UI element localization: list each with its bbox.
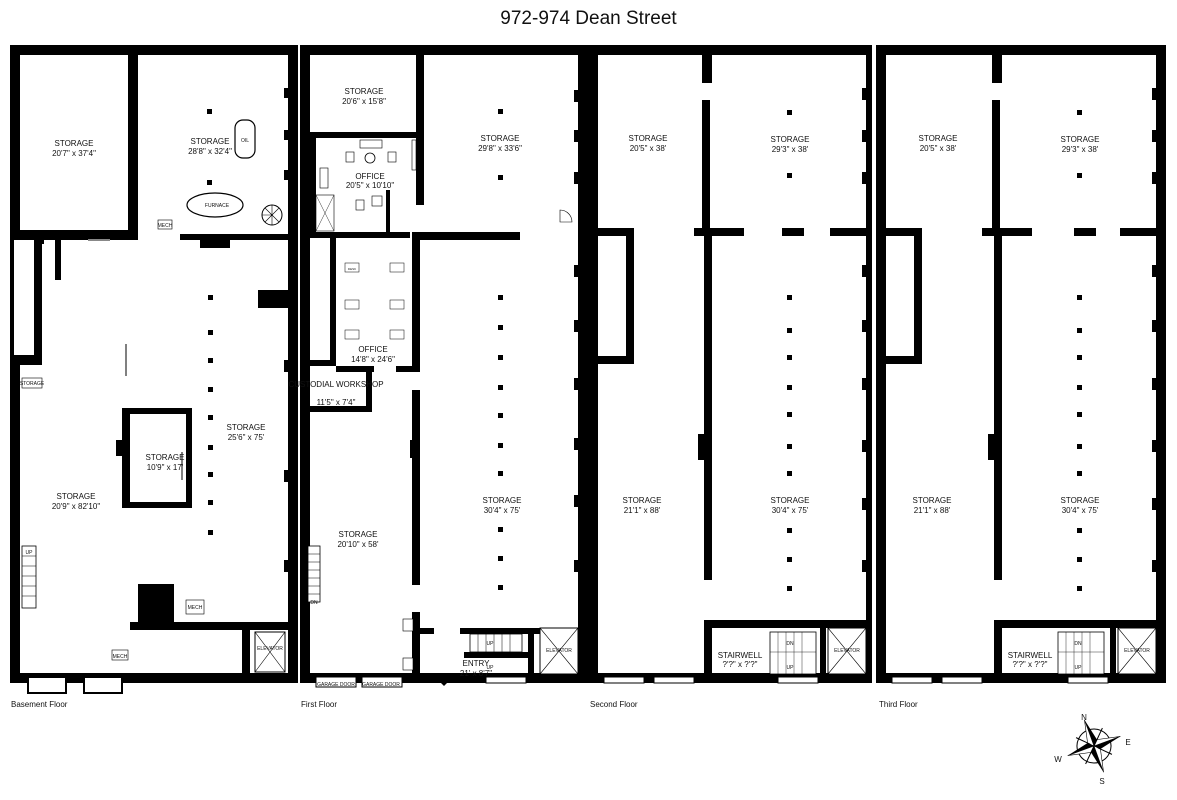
elevator-label: ELEVATOR (1124, 648, 1150, 654)
room-dims: ?'?" x ?'?" (1013, 660, 1048, 669)
compass-rose-icon (1067, 719, 1121, 773)
furnace-label: FURNACE (205, 203, 230, 209)
room-name: STAIRWELL (1008, 651, 1053, 660)
stair-dn-label: DN (310, 600, 318, 606)
room-name: STORAGE (1061, 496, 1100, 505)
room-name: OFFICE (355, 172, 384, 181)
room-name: STORAGE (1061, 135, 1100, 144)
oil-tank-label: OIL (241, 138, 249, 144)
stair-up-label: UP (1075, 665, 1083, 671)
third-floor-plan: ELEVATOR DN UP STORAGE 20'5" x 38' STORA… (872, 45, 1166, 709)
room-name: STORAGE (191, 137, 230, 146)
elevator-label: ELEVATOR (546, 648, 572, 654)
room-name: STORAGE (481, 134, 520, 143)
room-dims: 20'9" x 82'10" (52, 502, 100, 511)
room-name: CUSTODIAL WORKSHOP (288, 380, 383, 389)
room-dims: 30'4" x 75' (772, 506, 809, 515)
mech-label: MECH (113, 654, 128, 660)
room-name: STORAGE (771, 135, 810, 144)
room-name: STORAGE (345, 87, 384, 96)
stair-dn-label: DN (1074, 641, 1082, 647)
second-floor-plan: ELEVATOR DN UP STORAGE 20'5" x 38' STORA… (588, 45, 876, 709)
room-dims: 14'8" x 24'6" (351, 355, 395, 364)
room-dims: 21'1" x 88' (914, 506, 951, 515)
room-dims: 20'10" x 58' (337, 540, 379, 549)
floor-label-second: Second Floor (590, 700, 638, 709)
room-dims: 20'7" x 37'4" (52, 149, 96, 158)
room-name: STORAGE (771, 496, 810, 505)
stair-dn-label: DN (786, 641, 794, 647)
first-floor-plan: DESK GARAGE DOOR GARAGE DOOR ELEVATOR DN… (288, 45, 588, 709)
stair-up-label: UP (26, 550, 34, 556)
room-dims: 21'1" x 88' (624, 506, 661, 515)
room-name: STORAGE (339, 530, 378, 539)
room-dims: 28'8" x 32'4" (188, 147, 232, 156)
room-dims: 10'9" x 17' (147, 463, 184, 472)
compass-e: E (1125, 738, 1130, 747)
floor-label-third: Third Floor (879, 700, 918, 709)
room-name: STORAGE (55, 139, 94, 148)
mech-label: MECH (188, 605, 203, 611)
room-dims: 30'4" x 75' (1062, 506, 1099, 515)
elevator-label: ELEVATOR (257, 646, 283, 652)
room-name: OFFICE (358, 345, 387, 354)
storage-closet-label: STORAGE (20, 381, 45, 387)
room-name: STORAGE (623, 496, 662, 505)
mech-label: MECH (158, 223, 173, 229)
plan-title: 972-974 Dean Street (500, 8, 677, 29)
room-dims: 25'6" x 75' (228, 433, 265, 442)
compass-s: S (1099, 777, 1104, 786)
basement-floor-plan: FURNACE OIL MECH STORAGE MECH MECH ELEVA… (10, 45, 298, 709)
stair-up-label: UP (487, 665, 495, 671)
stair-up-label: UP (487, 641, 495, 647)
room-name: STORAGE (629, 134, 668, 143)
floor-label-first: First Floor (301, 700, 337, 709)
compass-w: W (1054, 755, 1062, 764)
room-dims: 30'4" x 75' (484, 506, 521, 515)
room-name: STORAGE (57, 492, 96, 501)
room-name: STORAGE (919, 134, 958, 143)
room-dims: 29'3" x 38' (772, 145, 809, 154)
garage-door-label: GARAGE DOOR (362, 682, 400, 688)
room-dims: 20'6" x 15'8" (342, 97, 386, 106)
room-dims: 20'5" x 10'10" (346, 181, 394, 190)
floor-label-basement: Basement Floor (11, 700, 68, 709)
room-dims: 29'3" x 38' (1062, 145, 1099, 154)
first-floor-walls (300, 45, 588, 683)
room-dims: 21' x 8'7" (460, 669, 492, 678)
room-dims: 11'5" x 7'4" (317, 398, 356, 407)
garage-door-label: GARAGE DOOR (317, 682, 355, 688)
room-name: STORAGE (227, 423, 266, 432)
room-name: ENTRY (463, 659, 491, 668)
room-dims: 20'5" x 38' (630, 144, 667, 153)
compass-n: N (1081, 713, 1087, 722)
elevator-label: ELEVATOR (834, 648, 860, 654)
stair-up-label: UP (787, 665, 795, 671)
room-name: STORAGE (146, 453, 185, 462)
room-dims: ?'?" x ?'?" (723, 660, 758, 669)
room-dims: 20'5" x 38' (920, 144, 957, 153)
room-dims: 29'8" x 33'6" (478, 144, 522, 153)
room-name: STAIRWELL (718, 651, 763, 660)
basement-wall (10, 230, 138, 240)
desk-label: DESK (348, 267, 356, 271)
room-name: STORAGE (483, 496, 522, 505)
room-name: STORAGE (913, 496, 952, 505)
